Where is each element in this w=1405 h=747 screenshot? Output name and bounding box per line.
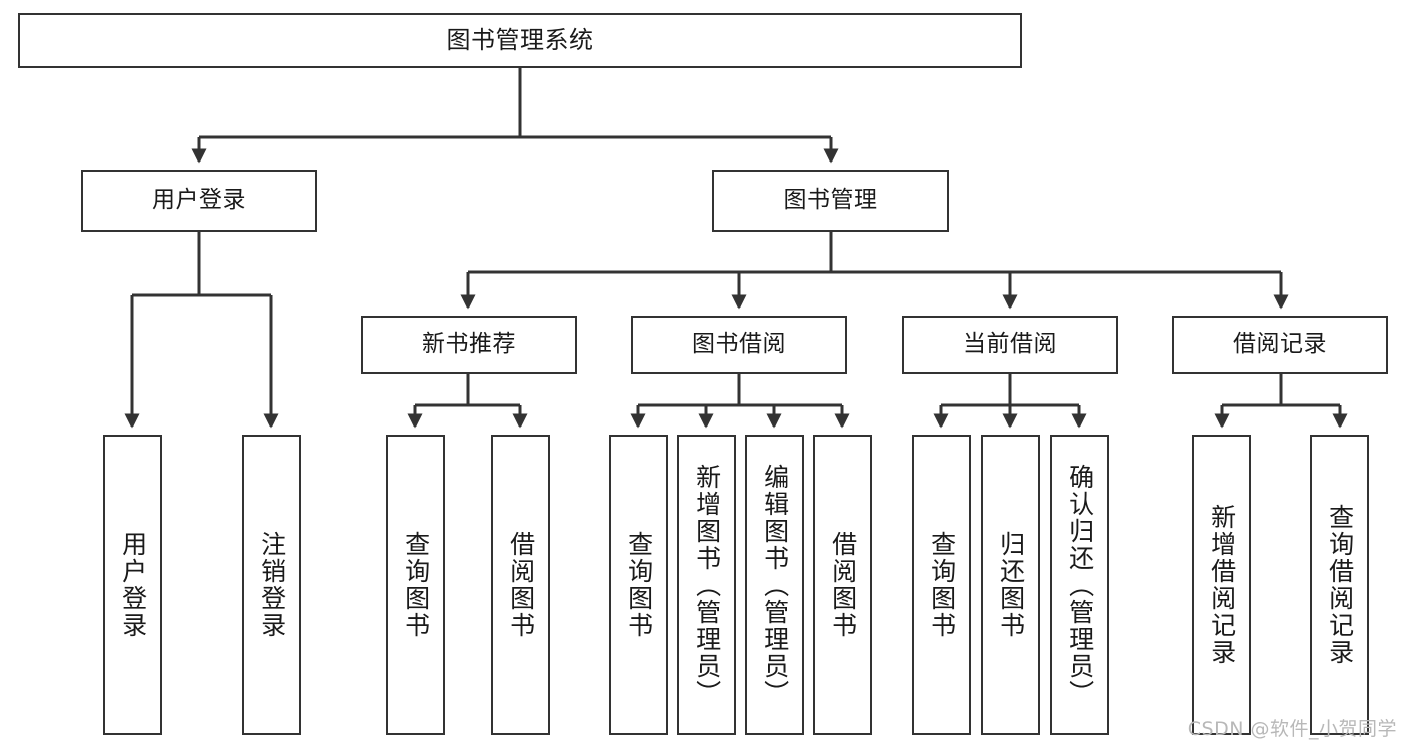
- node-leaf-borrow-borrow-book-label: 借阅图书: [828, 531, 858, 639]
- node-leaf-record-query-record[interactable]: 查询借阅记录: [1310, 435, 1369, 735]
- node-leaf-user-login-logout-label: 注销登录: [257, 531, 287, 639]
- node-book-borrow-label: 图书借阅: [692, 331, 786, 358]
- node-leaf-record-add-record-label: 新增借阅记录: [1207, 504, 1237, 666]
- node-leaf-current-confirm-return[interactable]: 确认归还（管理员）: [1050, 435, 1109, 735]
- node-borrow-record-label: 借阅记录: [1233, 331, 1327, 358]
- node-leaf-user-login-login-label: 用户登录: [118, 531, 148, 639]
- node-book-borrow[interactable]: 图书借阅: [631, 316, 847, 374]
- node-leaf-borrow-edit-book-label: 编辑图书（管理员）: [760, 463, 790, 707]
- node-leaf-current-return-book[interactable]: 归还图书: [981, 435, 1040, 735]
- node-leaf-current-query-book[interactable]: 查询图书: [912, 435, 971, 735]
- node-leaf-borrow-borrow-book[interactable]: 借阅图书: [813, 435, 872, 735]
- node-current-borrow[interactable]: 当前借阅: [902, 316, 1118, 374]
- node-borrow-record[interactable]: 借阅记录: [1172, 316, 1388, 374]
- node-leaf-borrow-add-book-label: 新增图书（管理员）: [692, 463, 722, 707]
- node-leaf-recommend-borrow-book[interactable]: 借阅图书: [491, 435, 550, 735]
- node-new-book-recommend[interactable]: 新书推荐: [361, 316, 577, 374]
- node-new-book-recommend-label: 新书推荐: [422, 331, 516, 358]
- csdn-watermark: CSDN @软件_小贺同学: [1187, 718, 1397, 740]
- node-leaf-recommend-borrow-book-label: 借阅图书: [506, 531, 536, 639]
- node-leaf-current-confirm-return-label: 确认归还（管理员）: [1065, 463, 1095, 707]
- node-leaf-current-return-book-label: 归还图书: [996, 531, 1026, 639]
- node-user-login[interactable]: 用户登录: [81, 170, 317, 232]
- node-leaf-recommend-query-book[interactable]: 查询图书: [386, 435, 445, 735]
- node-leaf-borrow-add-book[interactable]: 新增图书（管理员）: [677, 435, 736, 735]
- node-root-system[interactable]: 图书管理系统: [18, 13, 1022, 68]
- node-leaf-current-query-book-label: 查询图书: [927, 531, 957, 639]
- node-leaf-borrow-edit-book[interactable]: 编辑图书（管理员）: [745, 435, 804, 735]
- node-user-login-label: 用户登录: [152, 187, 246, 214]
- node-leaf-record-add-record[interactable]: 新增借阅记录: [1192, 435, 1251, 735]
- node-leaf-borrow-query-book[interactable]: 查询图书: [609, 435, 668, 735]
- node-leaf-record-query-record-label: 查询借阅记录: [1325, 504, 1355, 666]
- node-root-system-label: 图书管理系统: [446, 26, 594, 55]
- node-leaf-user-login-login[interactable]: 用户登录: [103, 435, 162, 735]
- node-leaf-user-login-logout[interactable]: 注销登录: [242, 435, 301, 735]
- node-current-borrow-label: 当前借阅: [963, 331, 1057, 358]
- node-leaf-borrow-query-book-label: 查询图书: [624, 531, 654, 639]
- node-book-management-label: 图书管理: [783, 187, 878, 214]
- node-leaf-recommend-query-book-label: 查询图书: [401, 531, 431, 639]
- node-book-management[interactable]: 图书管理: [712, 170, 949, 232]
